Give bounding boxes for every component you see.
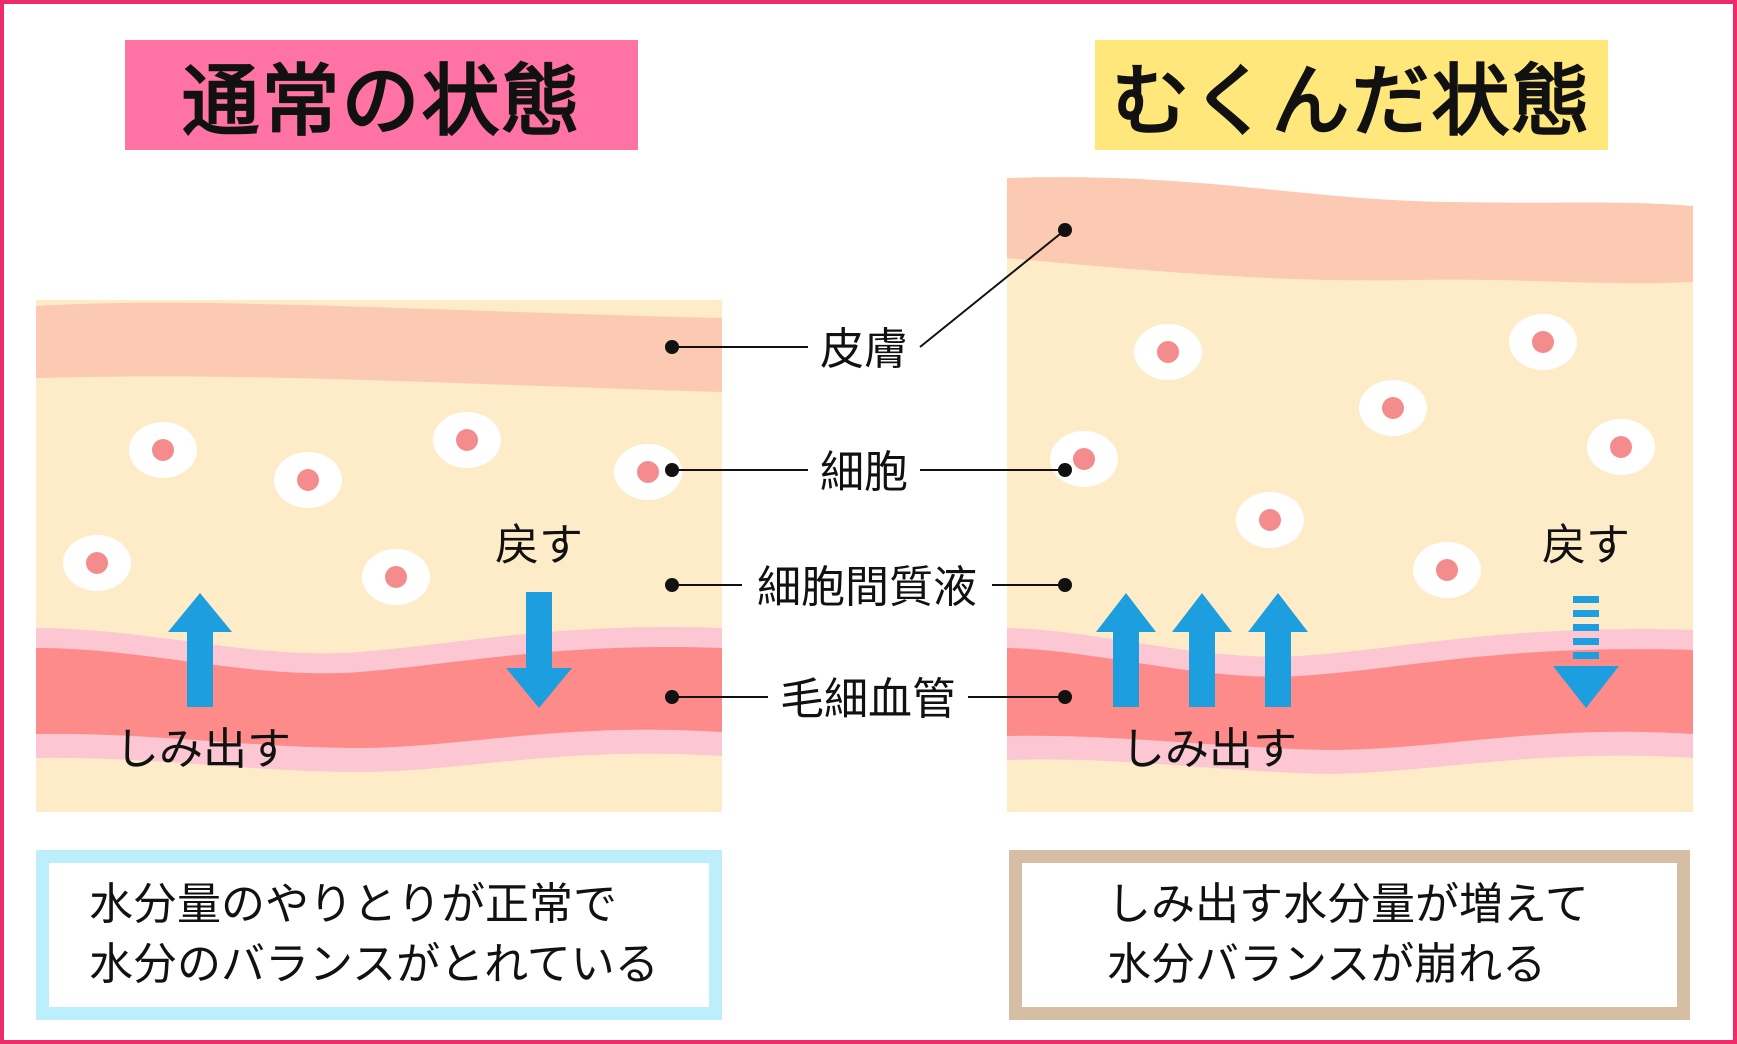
- leader-dots: [665, 223, 1072, 704]
- label-capillary: 毛細血管: [780, 674, 956, 725]
- title-swollen-state: むくんだ状態: [1095, 40, 1608, 150]
- swollen-capillary: [1007, 648, 1693, 750]
- normal-cell: [362, 549, 430, 605]
- caption-normal-line-2: 水分のバランスがとれている: [89, 939, 659, 990]
- up-arrow-icon: [168, 593, 232, 707]
- normal-cell: [274, 452, 342, 508]
- normal-cell: [63, 535, 131, 591]
- label-interstitial-fluid: 細胞間質液: [757, 562, 977, 613]
- caption-swollen-line-1: しみ出す水分量が増えて: [1107, 879, 1589, 930]
- return-label-swollen: 戻す: [1542, 520, 1630, 571]
- up-arrow-icon: [1172, 593, 1232, 707]
- label-skin: 皮膚: [820, 324, 908, 375]
- swollen-cell: [1134, 324, 1202, 380]
- caption-normal: 水分量のやりとりが正常で 水分のバランスがとれている: [36, 850, 722, 1020]
- seep-out-label-normal: しみ出す: [115, 724, 291, 775]
- label-cell: 細胞: [820, 447, 908, 498]
- caption-swollen: しみ出す水分量が増えて 水分バランスが崩れる: [1009, 850, 1690, 1020]
- swollen-cell: [1509, 314, 1577, 370]
- skin-leader-right: [919, 229, 1066, 348]
- up-arrow-icon: [1096, 593, 1156, 707]
- swollen-tissue-panel: しみ出す 戻す: [1007, 177, 1693, 812]
- swollen-cell: [1236, 492, 1304, 548]
- caption-normal-line-1: 水分量のやりとりが正常で: [89, 879, 617, 930]
- up-arrow-icon: [1248, 593, 1308, 707]
- swollen-cell: [1587, 419, 1655, 475]
- swollen-cell: [1359, 380, 1427, 436]
- swollen-cell: [1050, 431, 1118, 487]
- return-label-normal: 戻す: [495, 520, 583, 571]
- title-normal-state: 通常の状態: [125, 40, 638, 150]
- normal-cell: [433, 412, 501, 468]
- normal-skin-layer: [36, 302, 722, 392]
- normal-tissue-panel: しみ出す 戻す: [36, 300, 722, 812]
- caption-swollen-line-2: 水分バランスが崩れる: [1107, 939, 1547, 990]
- dashed-down-arrow-icon: [1553, 596, 1619, 708]
- normal-cell: [129, 422, 197, 478]
- normal-cell: [614, 444, 682, 500]
- seep-out-label-swollen: しみ出す: [1121, 724, 1297, 775]
- center-legend: [672, 229, 1066, 698]
- down-arrow-icon: [506, 592, 572, 708]
- swollen-skin-layer: [1007, 177, 1693, 284]
- swollen-cell: [1413, 542, 1481, 598]
